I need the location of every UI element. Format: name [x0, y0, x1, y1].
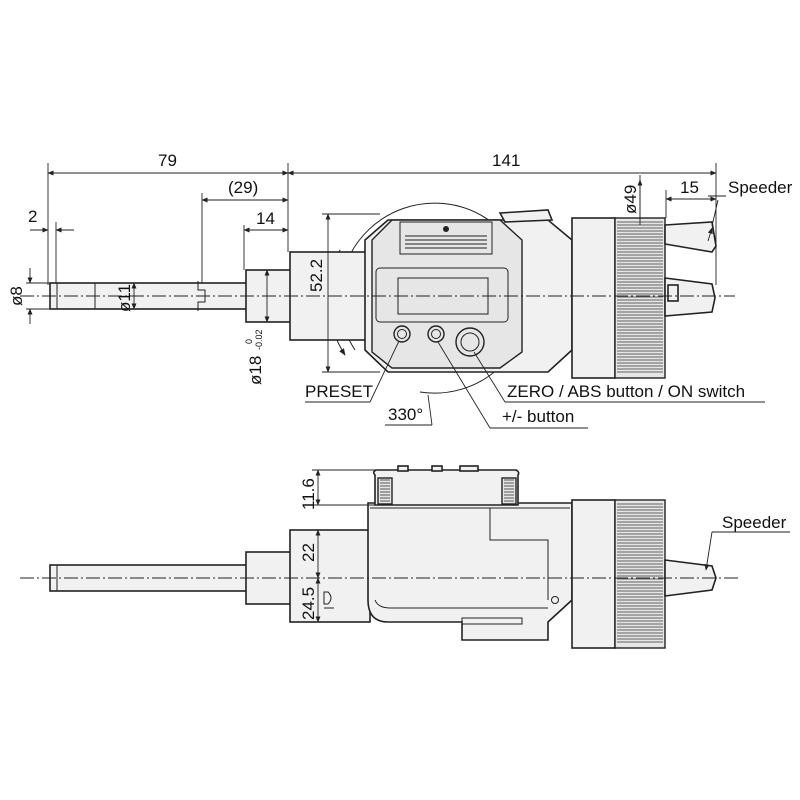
dim-22: 22 [299, 543, 318, 562]
speeder-top-label: Speeder [728, 178, 793, 197]
speeder-side-label: Speeder [722, 513, 787, 532]
side-spindle [49, 564, 251, 592]
display-panel [371, 219, 523, 369]
preset-button [393, 325, 411, 343]
dim-dia49: ø49 [621, 185, 640, 214]
dim-141: 141 [492, 151, 520, 170]
dim-dia11: ø11 [115, 284, 134, 312]
dim-2: 2 [28, 207, 37, 226]
top-dimensions: 79 141 (29) 14 2 15 ø49 ø8 ø11 ø18 0 -0.… [7, 151, 717, 385]
dim-11-6: 11.6 [299, 478, 318, 510]
dim-tol-upper: 0 [244, 339, 254, 344]
preset-label: PRESET [305, 382, 373, 401]
top-labels: Speeder PRESET ZERO / ABS button / ON sw… [305, 178, 793, 429]
dim-15: 15 [680, 178, 699, 197]
dim-29: (29) [228, 178, 258, 197]
dim-24-5: 24.5 [299, 587, 318, 620]
dim-79: 79 [158, 151, 177, 170]
plus-minus-button [427, 325, 445, 343]
angle-330-label: 330° [388, 405, 423, 424]
zero-abs-button [455, 327, 485, 357]
side-main-body [367, 502, 573, 641]
screw-icon [443, 226, 449, 232]
lcd-frame [375, 267, 509, 323]
upper-grille [399, 221, 493, 255]
speeder-drum [571, 217, 616, 379]
dim-52-2: 52.2 [307, 259, 326, 292]
dim-14: 14 [256, 209, 275, 228]
zero-abs-label: ZERO / ABS button / ON switch [507, 382, 745, 401]
dim-dia8: ø8 [7, 286, 26, 306]
plus-minus-label: +/- button [502, 407, 574, 426]
dim-tol-lower: -0.02 [254, 329, 264, 350]
side-display-head [372, 469, 520, 506]
side-dimensions: 11.6 22 24.5 Speeder [292, 469, 790, 623]
dim-dia18: ø18 [246, 356, 265, 385]
side-view [20, 465, 740, 649]
